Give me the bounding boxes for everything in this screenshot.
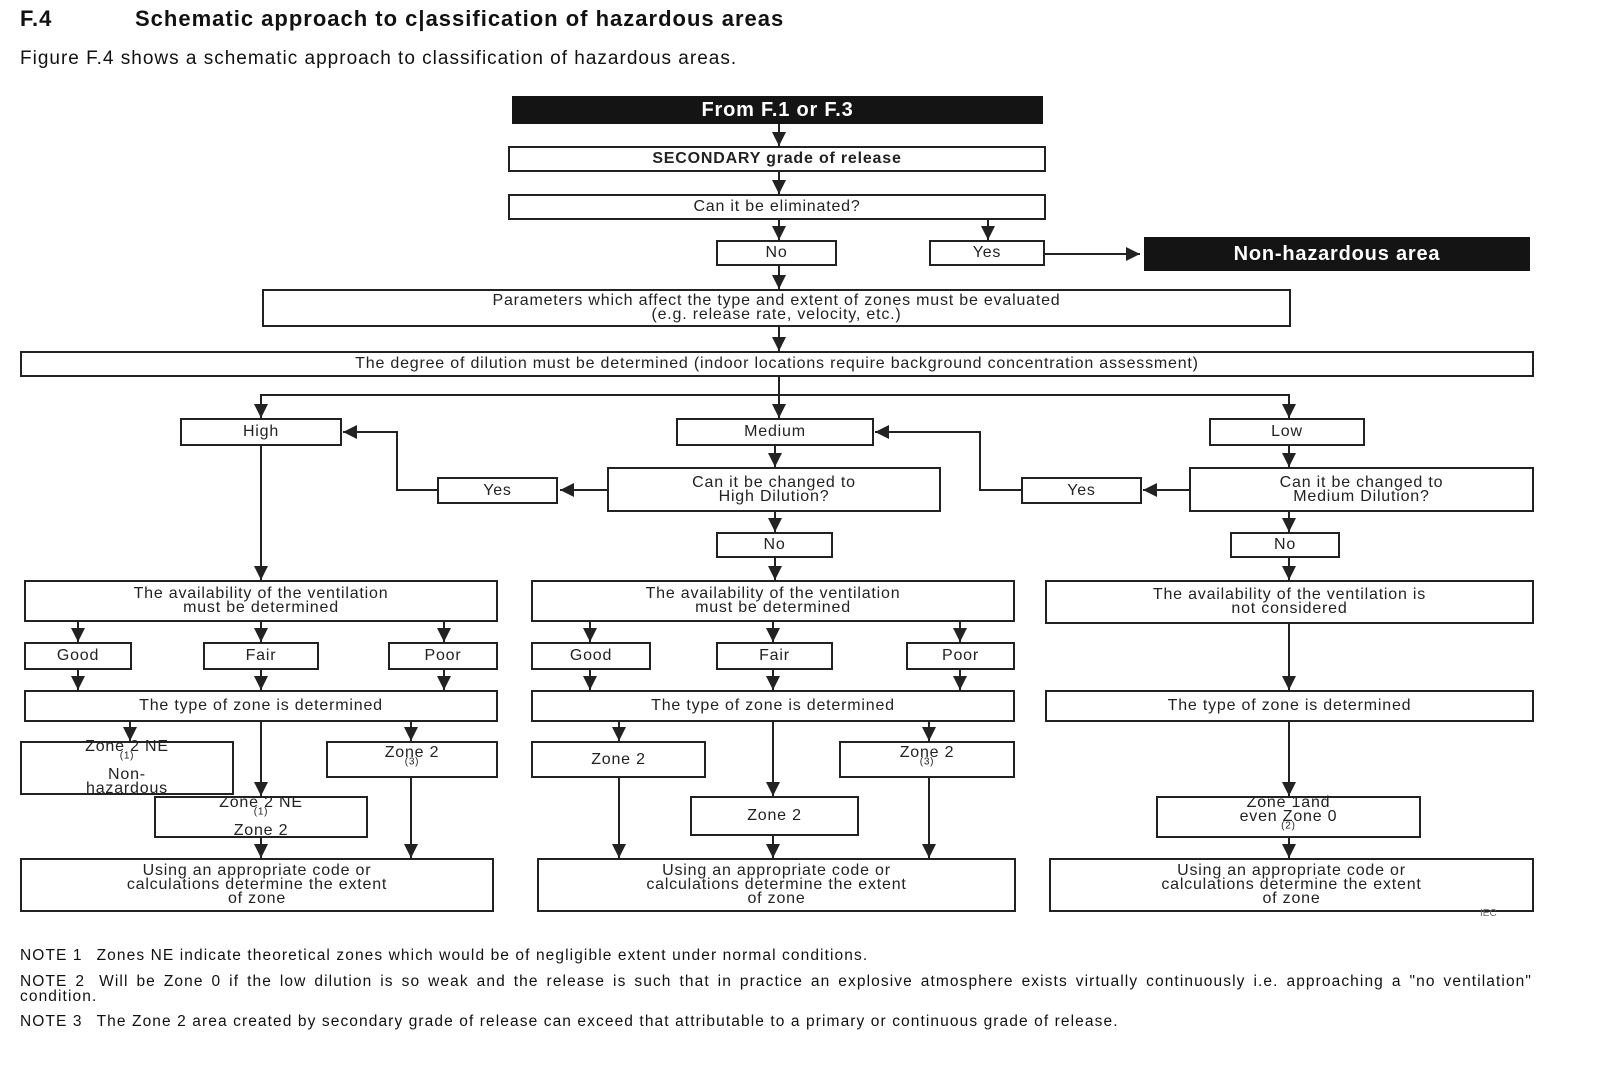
change-high-line-2: High Dilution? [718,487,830,505]
high-dilution-box: High [180,418,342,446]
medium-extent-box: Using an appropriate code or calculation… [537,858,1016,912]
medium-fair-box: Fair [716,642,833,670]
change-medium-line-1: Can it be changed to [1279,473,1444,491]
note-text: Zones NE indicate theoretical zones whic… [96,947,869,964]
note3-ref: (3) [919,756,935,768]
medium-zone-type-box: The type of zone is determined [531,690,1015,722]
zone-0-label: even Zone 0 [1239,808,1338,825]
medium-dilution-box: Medium [676,418,874,446]
note-text: Will be Zone 0 if the low dilution is so… [20,973,1532,1005]
dilution-box: The degree of dilution must be determine… [20,351,1534,377]
extent-line-2: calculations determine the extent [126,876,388,893]
change-to-medium-box: Can it be changed to Medium Dilution? [1189,467,1534,512]
section-heading: F.4 Schematic approach to c|assification … [20,6,784,32]
high-fair-box: Fair [203,642,319,670]
high-good-box: Good [24,642,132,670]
extent-line-1: Using an appropriate code or [662,862,891,879]
medium-poor-box: Poor [906,642,1015,670]
arrow-dilution-low [779,394,1296,418]
medium-availability-box: The availability of the ventilation must… [531,580,1015,622]
medium-availability-line-1: The availability of the ventilation [645,585,901,602]
low-availability-line-2: not considered [1231,600,1348,617]
low-availability-box: The availability of the ventilation is n… [1045,580,1534,624]
zone-2-label: Zone 2 [899,743,955,761]
zone-2ne-label: Zone 2 NE [85,738,169,755]
extent-line-1: Using an appropriate code or [1177,862,1406,879]
high-poor-box: Poor [388,642,498,670]
zone-2ne-label: Zone 2 NE [219,794,303,811]
note-label: NOTE 3 [20,1013,83,1030]
medium-poor-zone-2-box: Zone 2 (3) [839,741,1015,778]
change-to-high-box: Can it be changed to High Dilution? [607,467,941,512]
yes-to-high-box: Yes [437,477,558,504]
start-box: From F.1 or F.3 [512,96,1043,124]
low-availability-line-1: The availability of the ventilation is [1152,586,1427,603]
arrow-yes-to-medium [875,425,1021,491]
secondary-grade-box: SECONDARY grade of release [508,146,1046,172]
medium-availability-line-2: must be determined [695,599,851,616]
extent-line-1: Using an appropriate code or [142,862,372,879]
eliminate-yes-box: Yes [929,240,1045,266]
low-no-box: No [1230,532,1340,558]
zone-2-line: Zone 2 [233,822,289,839]
medium-good-zone-2-box: Zone 2 [531,741,706,778]
eliminate-question-box: Can it be eliminated? [508,194,1046,220]
high-availability-line-1: The availability of the ventilation [133,585,389,602]
note3-ref: (3) [404,756,420,768]
section-number: F.4 [20,6,53,31]
note1-ref: (1) [119,750,135,762]
note-1: NOTE 1 Zones NE indicate theoretical zone… [20,947,1532,964]
note-label: NOTE 1 [20,947,83,964]
high-zone-type-box: The type of zone is determined [24,690,498,722]
note1-ref: (1) [253,806,269,818]
low-dilution-box: Low [1209,418,1365,446]
note-label: NOTE 2 [20,973,86,990]
change-medium-line-2: Medium Dilution? [1293,487,1430,505]
extent-line-3: of zone [227,890,287,907]
yes-to-medium-box: Yes [1021,477,1142,504]
zone-1-box: Zone 1and even Zone 0 (2) [1156,794,1421,838]
parameters-line-2: (e.g. release rate, velocity, etc.) [651,306,902,323]
iec-mark: IEC [1480,908,1497,919]
low-extent-box: Using an appropriate code or calculation… [1049,858,1534,912]
low-zone-type-box: The type of zone is determined [1045,690,1534,722]
hazardous-line: hazardous [86,780,168,797]
note-text: The Zone 2 area created by secondary gra… [96,1013,1119,1030]
extent-line-2: calculations determine the extent [646,876,907,893]
high-zone-2-box: Zone 2 (3) [326,741,498,778]
medium-no-box: No [716,532,833,558]
note2-ref: (2) [1281,820,1296,832]
extent-line-2: calculations determine the extent [1161,876,1422,893]
intro-text: Figure F.4 shows a schematic approach to… [20,48,738,69]
parameters-line-1: Parameters which affect the type and ext… [492,292,1061,309]
high-extent-box: Using an appropriate code or calculation… [20,858,494,912]
eliminate-no-box: No [716,240,837,266]
non-hazardous-box: Non-hazardous area [1144,237,1530,271]
extent-line-3: of zone [1262,890,1321,907]
change-high-line-1: Can it be changed to [692,473,856,491]
zone-2ne-zone-2-box: Zone 2 NE (1) Zone 2 [154,794,368,839]
arrow-dilution-high [254,394,779,418]
high-availability-line-2: must be determined [183,599,339,616]
zone-2ne-nonhazardous-box: Zone 2 NE (1) Non- hazardous [20,738,234,797]
zone-2-label: Zone 2 [384,743,440,761]
arrow-yes-to-high [343,425,437,491]
section-title: Schematic approach to c|assification of … [135,6,785,31]
extent-line-3: of zone [747,890,806,907]
non-line: Non- [108,766,146,783]
note-3: NOTE 3 The Zone 2 area created by seconda… [20,1013,1532,1030]
medium-good-box: Good [531,642,651,670]
high-availability-box: The availability of the ventilation must… [24,580,498,622]
zone-1-line: Zone 1and [1246,794,1331,811]
medium-fair-zone-2-box: Zone 2 [690,796,859,836]
parameters-box: Parameters which affect the type and ext… [262,289,1291,327]
